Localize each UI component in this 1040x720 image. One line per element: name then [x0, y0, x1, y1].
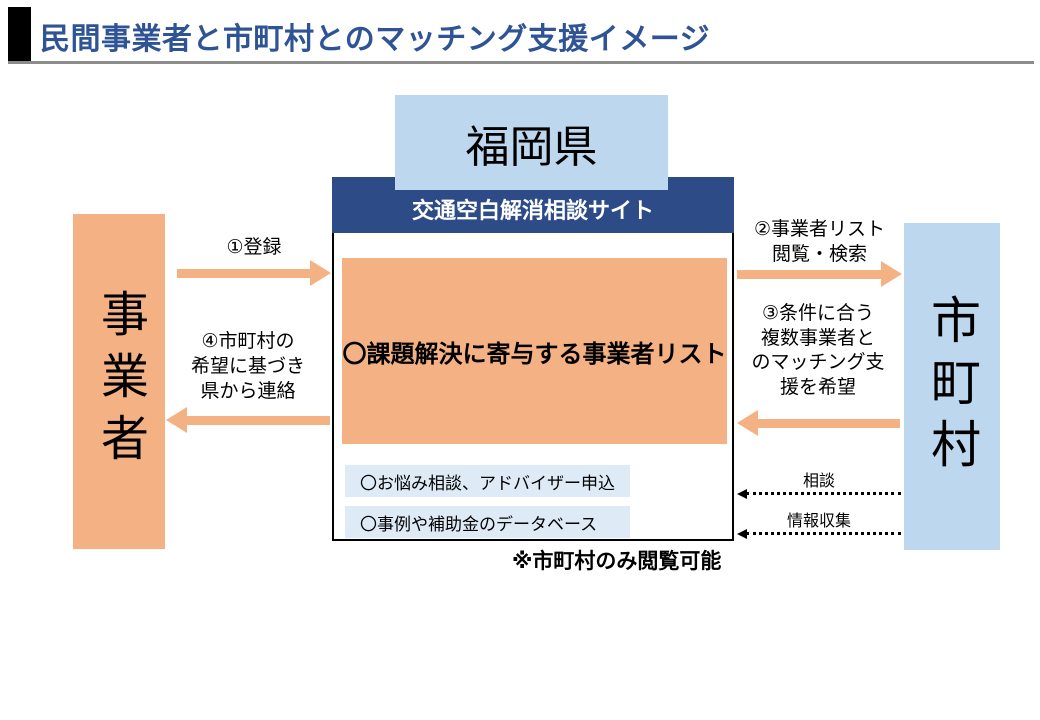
arrow-shaft [185, 416, 330, 425]
consult-flow-label: 相談 [802, 473, 835, 490]
browse-arrow-icon [737, 261, 902, 288]
prefecture-box: 福岡県 [395, 95, 668, 190]
browse-flow-label: ②事業者リスト 閲覧・検索 [753, 219, 886, 265]
gather-flow-label: 情報収集 [786, 513, 851, 530]
arrow-shaft [737, 270, 883, 279]
title-divider [8, 61, 1034, 64]
arrow-head [737, 410, 758, 436]
page-title: 民間事業者と市町村とのマッチング支援イメージ [40, 23, 711, 56]
view-restriction-note: ※市町村のみ閲覧可能 [512, 550, 722, 573]
contact-arrow-icon [166, 407, 330, 434]
consultation-request-label: 〇お悩み相談、アドバイザー申込 [360, 473, 615, 493]
register-arrow-icon [177, 260, 331, 287]
dotted-line [746, 492, 901, 495]
dotted-line [746, 532, 901, 535]
municipality-box: 市町村 [904, 223, 1000, 550]
matching-arrow-icon [737, 410, 900, 437]
business-list-label: 〇課題解決に寄与する事業者リスト [342, 340, 727, 368]
business-list-box: 〇課題解決に寄与する事業者リスト [342, 258, 727, 444]
title-accent-bar [8, 7, 31, 62]
arrow-head [737, 489, 747, 499]
database-label: 〇事例や補助金のデータベース [360, 514, 598, 534]
arrow-shaft [177, 269, 312, 278]
arrow-shaft [756, 419, 900, 428]
database-item: 〇事例や補助金のデータベース [345, 506, 630, 538]
arrow-head [881, 261, 902, 287]
gather-dotted-arrow-icon [737, 529, 901, 540]
site-header-label: 交通空白解消相談サイト [411, 198, 654, 223]
contact-flow-label: ④市町村の 希望に基づき 県から連絡 [190, 331, 305, 402]
business-operator-box: 事業者 [73, 214, 165, 549]
prefecture-label: 福岡県 [465, 122, 598, 172]
business-operator-label: 事業者 [93, 288, 146, 475]
matching-flow-label: ③条件に合う 複数事業者と のマッチング支 援を希望 [751, 303, 885, 398]
register-flow-label: ①登録 [226, 237, 282, 258]
municipality-label: 市町村 [924, 293, 980, 480]
arrow-head [737, 529, 747, 539]
consult-dotted-arrow-icon [737, 489, 901, 500]
arrow-head [310, 260, 331, 286]
consultation-request-item: 〇お悩み相談、アドバイザー申込 [345, 465, 630, 497]
arrow-head [166, 407, 187, 433]
